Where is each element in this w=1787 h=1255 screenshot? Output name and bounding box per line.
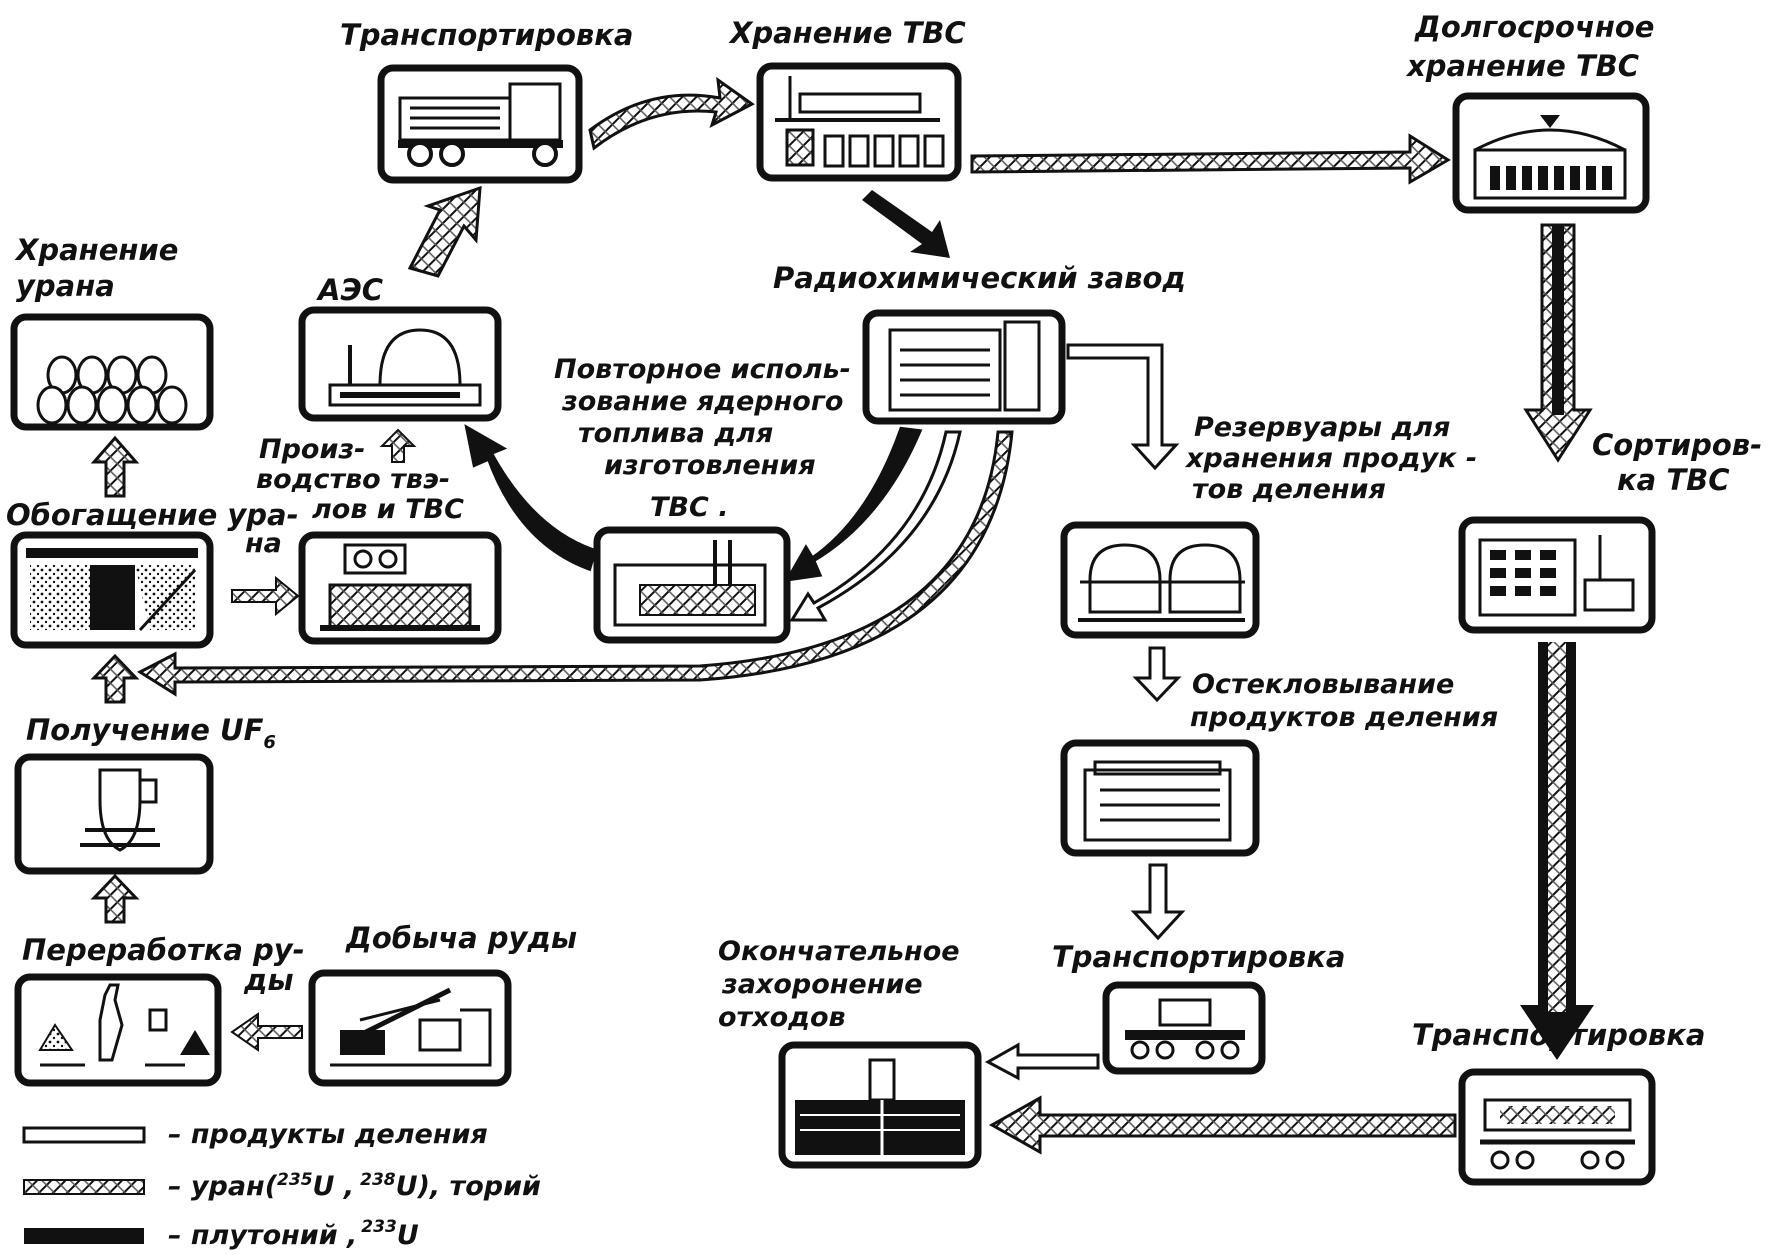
label-longterm-2: хранение ТВС [1405, 49, 1639, 83]
arrow-uf6-to-enrichment [90, 653, 140, 704]
ore-mining-box [308, 969, 512, 1087]
arrow-transportmid-to-disposal [984, 1042, 1100, 1081]
label-reuse-5: ТВС . [650, 492, 728, 523]
label-uf6: Получение UF6 [26, 713, 276, 753]
ore-processing-box [14, 973, 222, 1087]
label-reuse-2: зование ядерного [561, 386, 843, 417]
label-enrichment-1: Обогащение ура- [6, 498, 299, 532]
label-production-1: Произ- [259, 434, 365, 465]
label-tanks-1: Резервуары для [1194, 412, 1450, 443]
arrow-sorting-core [1548, 642, 1566, 1012]
uf6-box [14, 753, 214, 875]
label-npp: АЭС [316, 273, 383, 307]
label-vitrif-2: продуктов деления [1190, 702, 1498, 733]
arrow-storage-to-radiochem [862, 190, 950, 258]
arrow-longterm-core [1552, 225, 1564, 415]
label-processing-2: ды [243, 963, 294, 997]
fuel-production-box [298, 531, 502, 645]
arrow-processing-to-uf6 [90, 873, 140, 924]
arrow-mining-to-processing [230, 1012, 303, 1052]
vitrification-box [1060, 739, 1260, 857]
legend: – продукты деления – уран(235U ,238U), т… [22, 1119, 541, 1251]
transport-right-box [1458, 1068, 1656, 1186]
legend-swatch-uranium [23, 1179, 145, 1195]
arrow-transport-to-storage [588, 76, 755, 151]
reuse-fabrication-box [593, 526, 791, 644]
label-production-2: водство твэ- [256, 464, 450, 495]
arrow-tanks-to-vitrification [1132, 646, 1182, 703]
arrow-transport-to-disposal [988, 1095, 1457, 1155]
label-tanks-3: тов деления [1192, 474, 1386, 505]
arrow-radiochem-to-tanks [1066, 343, 1180, 471]
label-radiochem: Радиохимический завод [773, 261, 1186, 295]
fission-tanks-box [1060, 521, 1260, 639]
arrow-enrichment-to-storage [90, 435, 140, 498]
arrow-vitrification-to-transport [1130, 863, 1186, 941]
label-vitrif-1: Остекловывание [1192, 669, 1454, 700]
final-disposal-box [778, 1041, 982, 1169]
label-reuse-4: изготовления [604, 450, 816, 481]
long-term-storage-box [1452, 92, 1650, 214]
label-processing-1: Переработка ру- [22, 933, 305, 967]
label-mining: Добыча руды [345, 921, 577, 955]
arrow-enrichment-to-production [231, 575, 300, 617]
label-longterm-1: Долгосрочное [1414, 10, 1654, 44]
radiochemical-plant-box [862, 309, 1066, 425]
label-uranium-storage-1: Хранение [14, 233, 178, 267]
arrow-npp-to-transport [407, 185, 482, 278]
label-transport-top: Транспортировка [340, 18, 633, 52]
uranium-storage-box [10, 313, 214, 431]
label-final-3: отходов [718, 1002, 846, 1033]
label-sorting-2: ка ТВС [1617, 463, 1730, 497]
transport-top-box [377, 64, 583, 184]
label-transport-mid: Транспортировка [1052, 940, 1345, 974]
label-uranium-storage-2: урана [16, 269, 115, 303]
label-sorting-1: Сортиров- [1592, 428, 1762, 462]
arrow-production-to-npp [379, 428, 417, 463]
legend-uranium-label: – уран(235U ,238U), торий [168, 1170, 541, 1202]
npp-box [298, 306, 502, 422]
label-enrichment-2: на [245, 528, 282, 559]
label-final-2: захоронение [721, 969, 923, 1000]
arrow-radiochem-to-reuse-white [789, 430, 962, 622]
arrow-radiochem-to-enrichment [136, 430, 1014, 697]
label-tanks-2: хранения продук - [1184, 443, 1477, 474]
arrow-storage-to-longterm [970, 133, 1451, 185]
label-transport-right: Транспортировка [1412, 1018, 1705, 1052]
label-fuel-storage: Хранение ТВС [728, 16, 966, 50]
label-final-1: Окончательное [718, 936, 960, 967]
legend-swatch-fission [22, 1126, 146, 1144]
legend-swatch-plutonium [24, 1228, 144, 1244]
fuel-storage-box [756, 62, 962, 182]
transport-mid-box [1102, 981, 1266, 1075]
label-reuse-3: топлива для [578, 418, 773, 449]
legend-fission-label: – продукты деления [168, 1119, 488, 1150]
label-production-3: лов и ТВС [312, 494, 464, 525]
sorting-box [1458, 516, 1656, 634]
enrichment-box [10, 531, 214, 649]
arrow-radiochem-to-reuse-black [784, 426, 923, 582]
label-reuse-1: Повторное исполь- [554, 354, 851, 385]
arrow-reuse-to-npp [464, 424, 597, 572]
legend-plutonium-label: – плутоний ,233U [168, 1217, 419, 1251]
